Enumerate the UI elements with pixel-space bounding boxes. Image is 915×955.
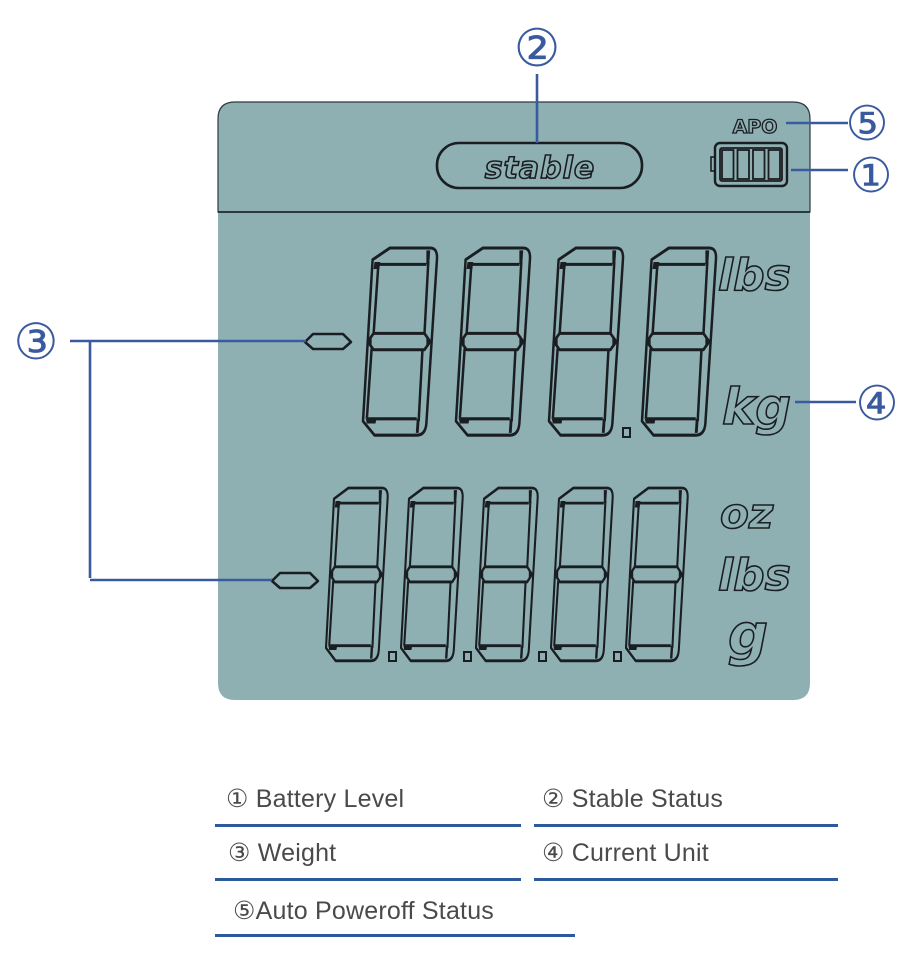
legend-weight: ③ Weight (228, 839, 337, 867)
unit-label-oz: oz (720, 489, 774, 538)
callout-number-2: ② (514, 19, 561, 79)
legend-stable-status: ② Stable Status (542, 785, 724, 813)
legend-underline (215, 878, 521, 881)
legend-underline (534, 878, 838, 881)
stable-indicator: stable (435, 141, 644, 190)
callout-number-4: ④ (855, 376, 898, 432)
callout-number-5: ⑤ (845, 96, 888, 152)
legend-current-unit: ④ Current Unit (542, 839, 709, 867)
battery-bar (721, 149, 735, 180)
unit-label-lbs-lower: lbs (718, 550, 791, 601)
callout-number-1: ① (849, 148, 892, 204)
callout-number-3: ③ (14, 313, 59, 371)
legend-auto-poweroff-status: ⑤Auto Poweroff Status (233, 897, 495, 925)
apo-indicator: APO (733, 116, 778, 138)
legend-underline (534, 824, 838, 827)
battery-bar (767, 149, 781, 180)
legend-underline (215, 824, 521, 827)
unit-label-lbs-upper: lbs (718, 250, 791, 301)
stable-indicator-text: stable (485, 151, 596, 186)
legend-underline (215, 934, 575, 937)
battery-icon (710, 141, 789, 188)
unit-label-kg: kg (722, 378, 791, 436)
battery-bar (752, 149, 766, 180)
unit-label-g: g (728, 603, 768, 668)
battery-bar (736, 149, 750, 180)
legend-battery-level: ① Battery Level (226, 785, 405, 813)
